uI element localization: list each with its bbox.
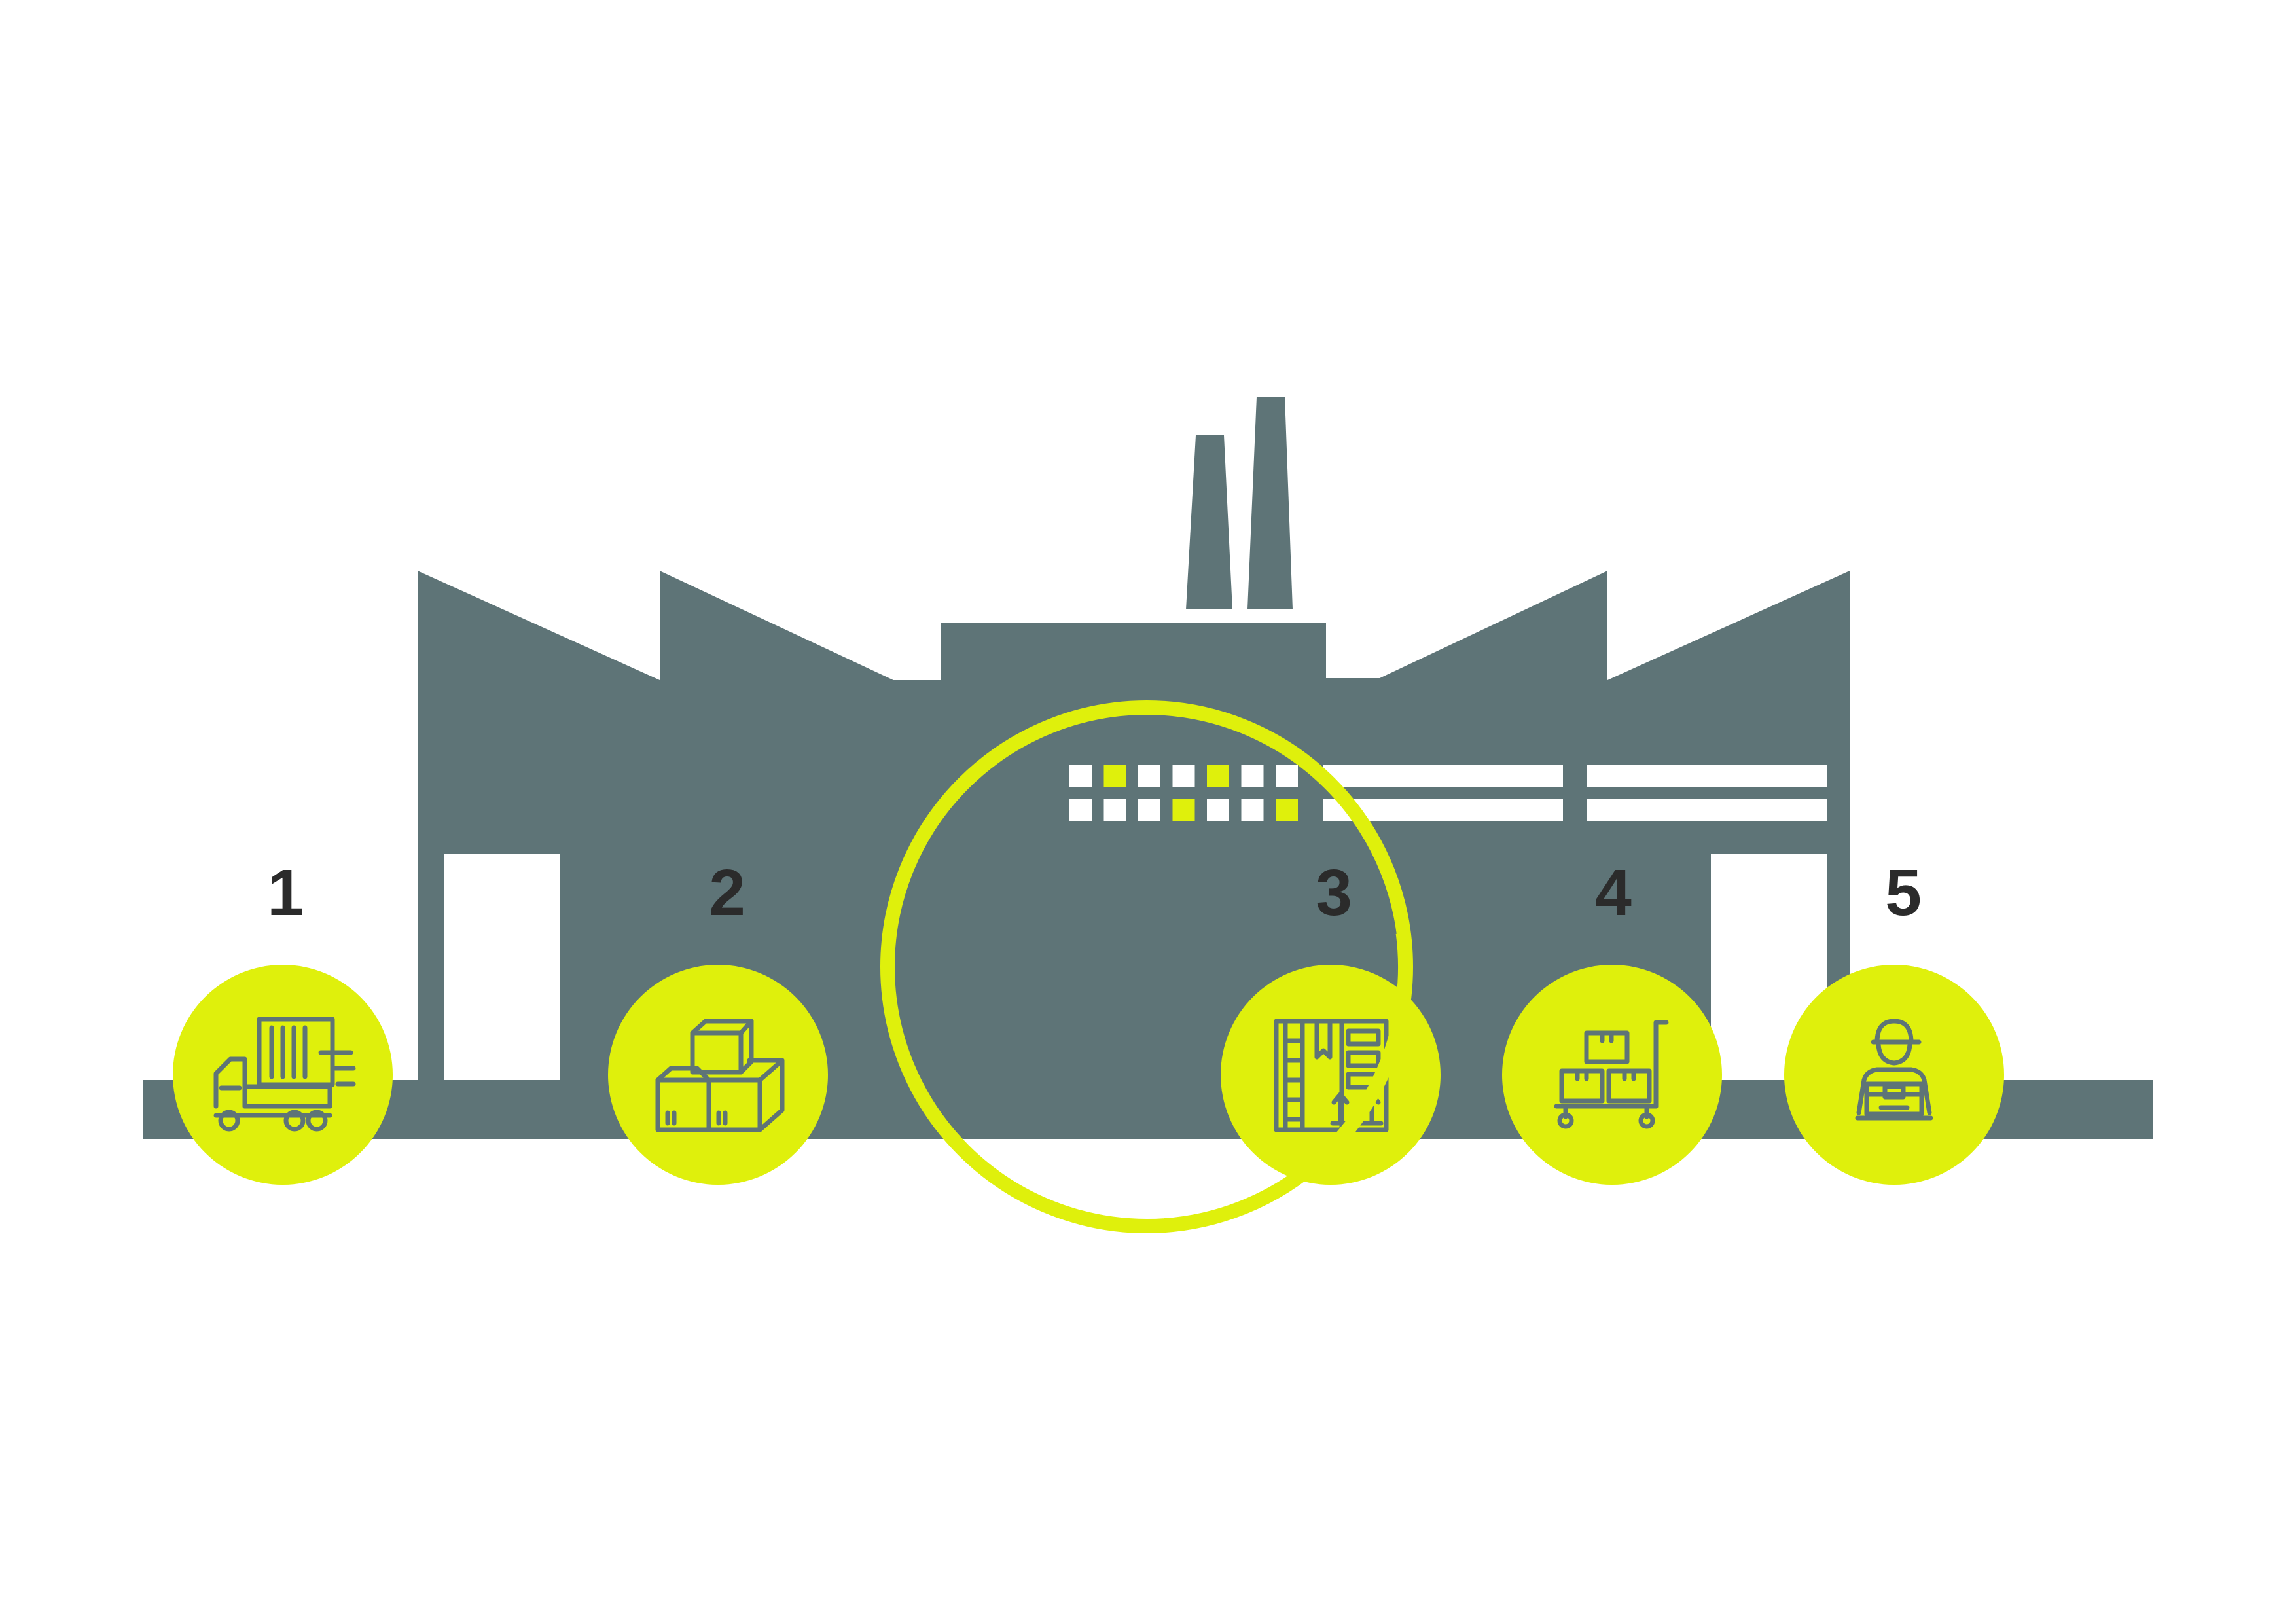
window-square <box>1103 765 1126 787</box>
step-1 <box>173 965 393 1185</box>
factory-windows <box>1069 765 1298 821</box>
step-3 <box>1221 965 1441 1185</box>
chimney-left <box>1186 435 1232 609</box>
window-square <box>1103 799 1126 821</box>
window-square <box>1241 799 1264 821</box>
step-2 <box>608 965 828 1185</box>
door-left <box>444 854 560 1080</box>
window-square <box>1276 765 1298 787</box>
step-number-5: 5 <box>1885 856 1922 929</box>
highlight-ring-front-arc <box>1298 931 1413 1180</box>
step-number-2: 2 <box>709 856 745 929</box>
chimney-right <box>1247 397 1293 609</box>
stacked-boxes-icon <box>655 1019 785 1132</box>
step-5 <box>1784 965 2004 1185</box>
window-square <box>1138 799 1160 821</box>
window-square <box>1276 799 1298 821</box>
window-band-long-top-2 <box>1587 765 1827 787</box>
factory-building <box>418 571 1850 1080</box>
step-circle-5 <box>1784 965 2004 1185</box>
step-number-3: 3 <box>1316 856 1352 929</box>
window-square <box>1138 765 1160 787</box>
step-circle-4 <box>1502 965 1722 1185</box>
window-band-long-bottom-2 <box>1587 799 1827 821</box>
window-square <box>1241 765 1264 787</box>
window-square <box>1172 765 1195 787</box>
truck-container-icon <box>213 1017 356 1132</box>
step-number-1: 1 <box>267 856 304 929</box>
window-band-long-top-1 <box>1323 765 1563 787</box>
hand-cart-boxes-icon <box>1554 1020 1669 1129</box>
warehouse-rack-icon <box>1274 1019 1389 1132</box>
window-square <box>1207 765 1229 787</box>
window-square <box>1207 799 1229 821</box>
step-number-4: 4 <box>1595 856 1632 929</box>
window-square <box>1069 765 1092 787</box>
step-circle-2 <box>608 965 828 1185</box>
step-4 <box>1502 965 1722 1185</box>
delivery-worker-icon <box>1855 1019 1933 1121</box>
window-square <box>1069 799 1092 821</box>
window-square <box>1172 799 1195 821</box>
